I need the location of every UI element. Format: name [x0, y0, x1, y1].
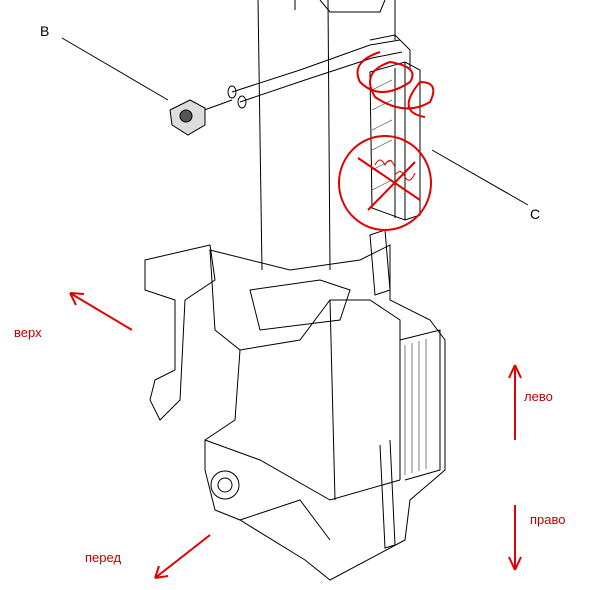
- arrow-up-direction: [69, 292, 133, 331]
- heater-core: [369, 34, 421, 221]
- direction-front-label: перед: [85, 550, 122, 565]
- direction-up-label: верх: [14, 325, 42, 340]
- label-b: B: [40, 23, 50, 39]
- direction-right-label: право: [530, 512, 566, 527]
- scribble-marks: [356, 51, 435, 118]
- removed-part-circle-x: [338, 135, 432, 231]
- top-block: [319, 0, 386, 13]
- arrow-right-direction: [508, 505, 522, 571]
- heater-pipes: [195, 39, 403, 114]
- arrow-front-direction: [154, 534, 211, 579]
- label-c: C: [530, 206, 541, 222]
- direction-left-label: лево: [524, 389, 553, 404]
- hvac-housing: [144, 229, 446, 581]
- arrow-left-direction: [508, 364, 522, 440]
- red-annotations: [69, 51, 522, 579]
- guide-lines: [61, 0, 529, 271]
- grommet-b: [169, 99, 206, 136]
